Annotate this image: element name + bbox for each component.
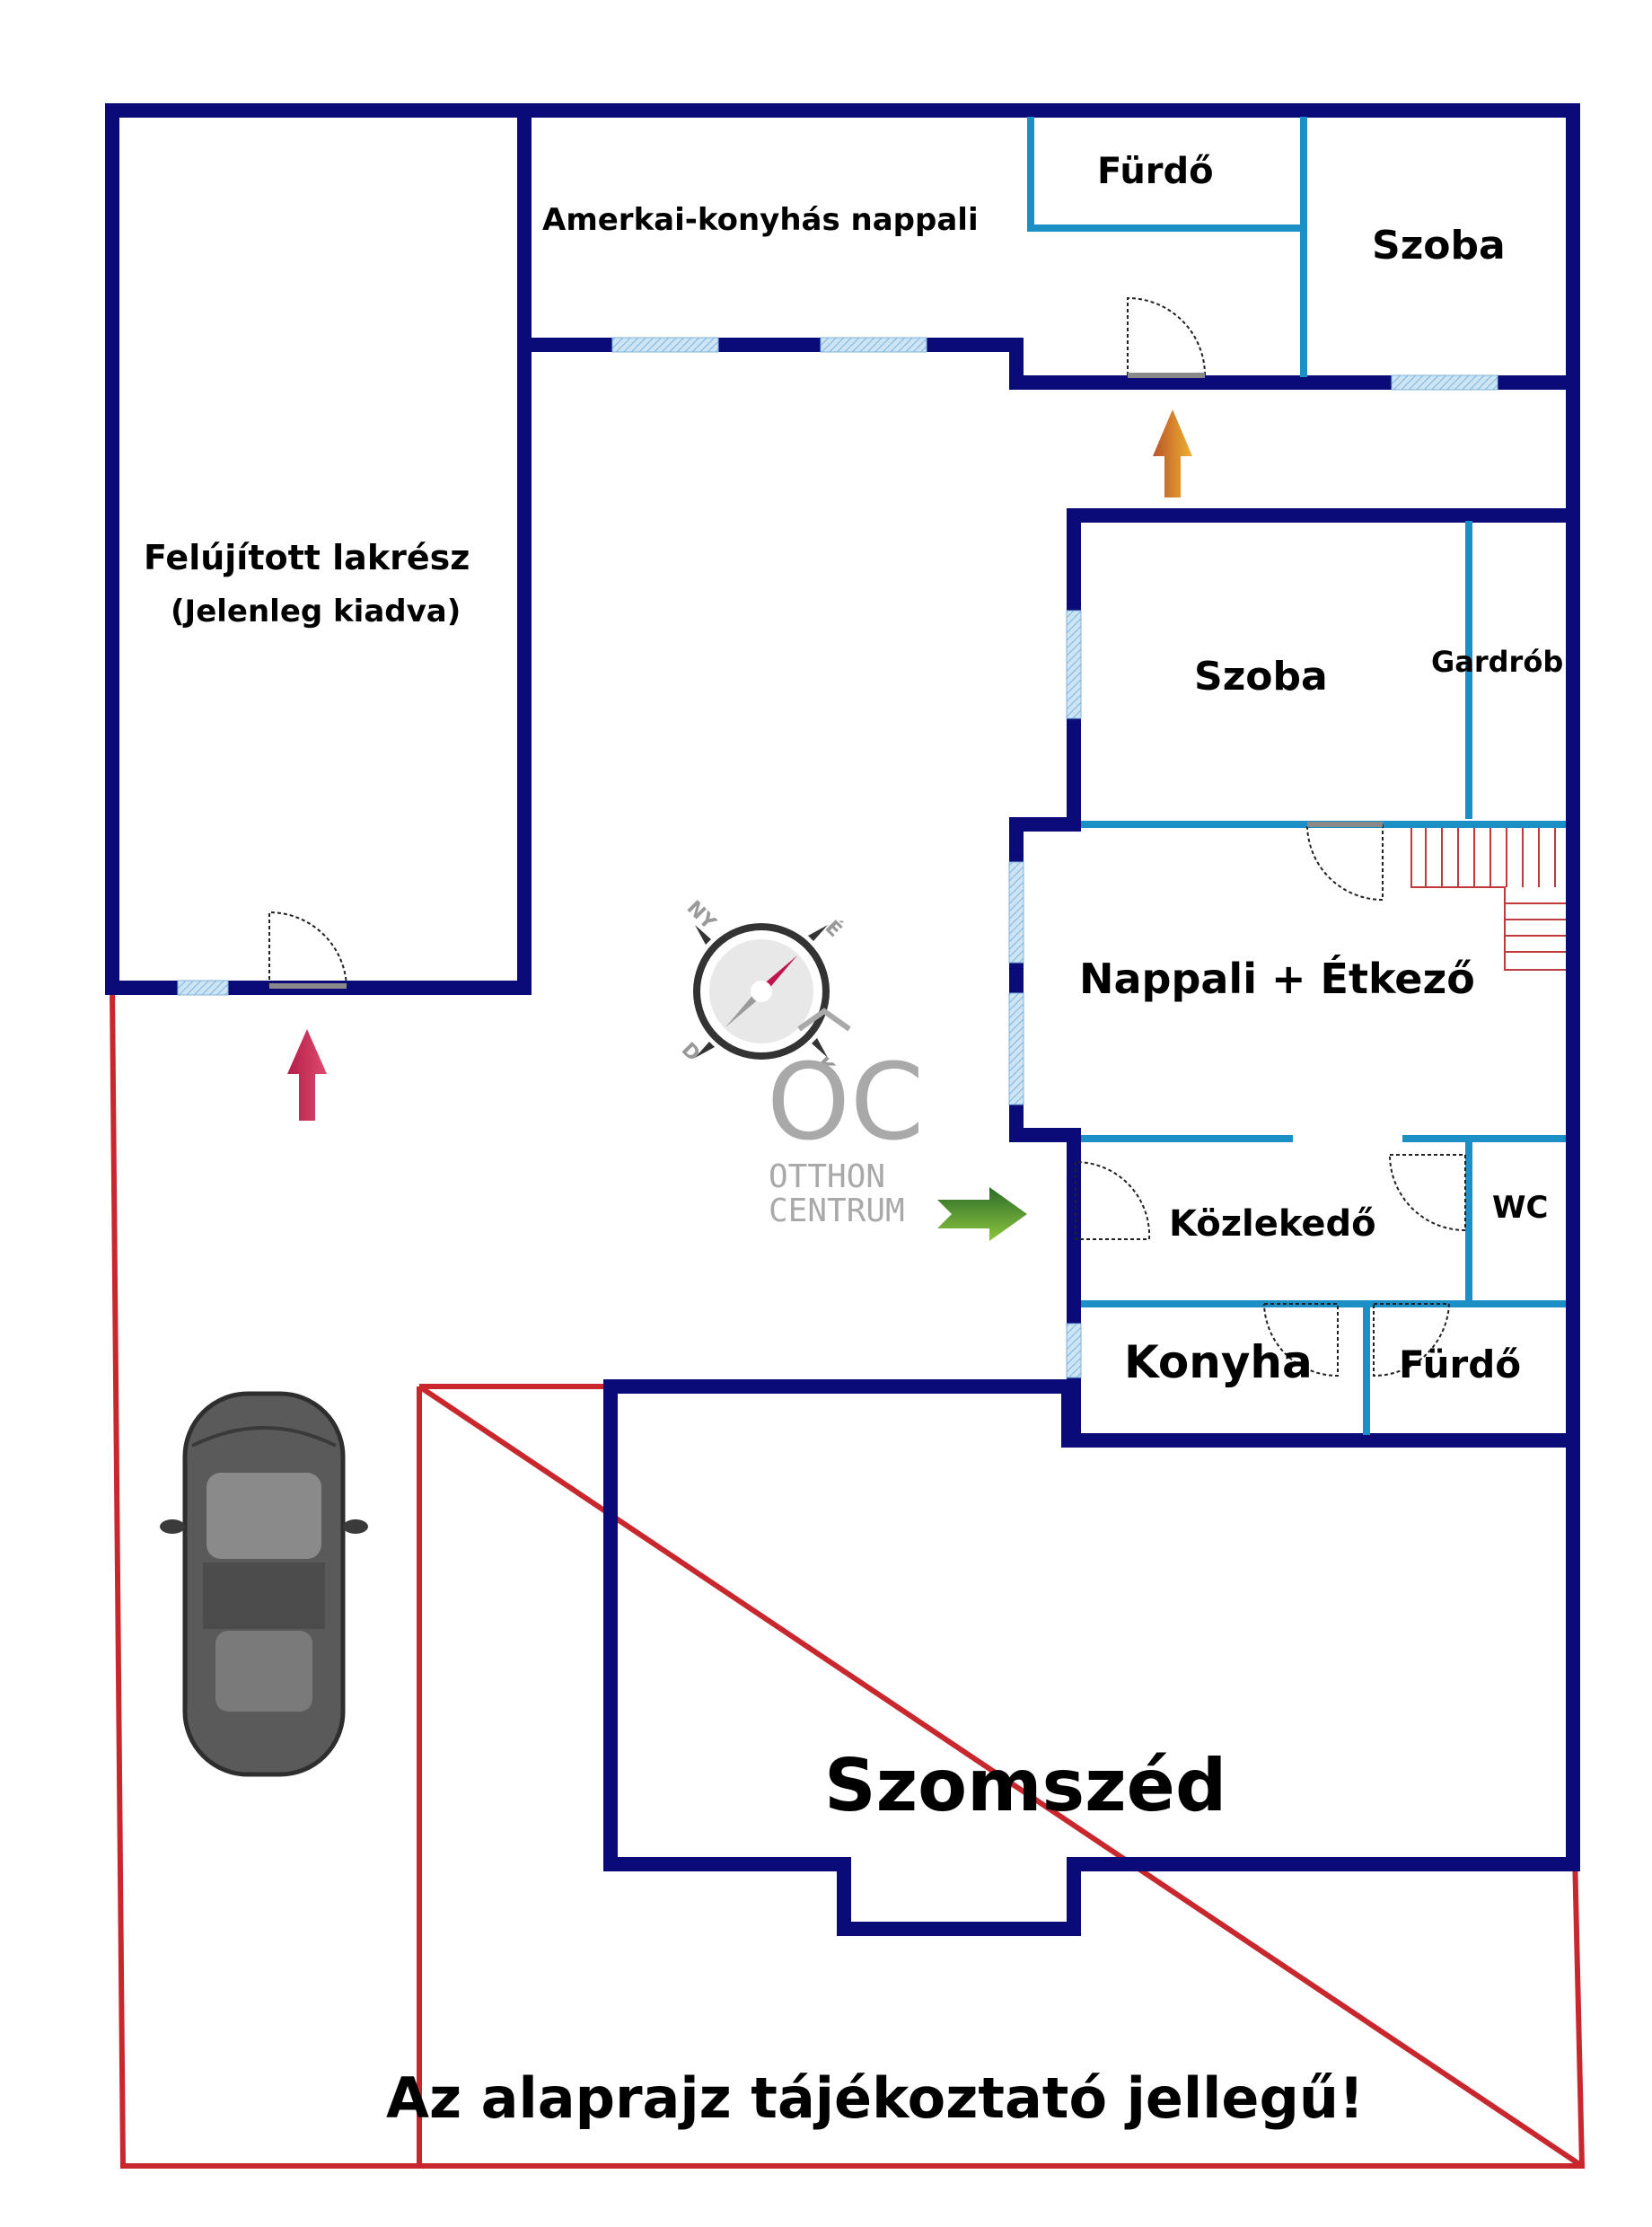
door-swing-icon [1306, 822, 1384, 902]
label-bathroom-bottom: Fürdő [1399, 1342, 1521, 1386]
door-swing-icon [1373, 1303, 1451, 1378]
compass-north-label: NY [682, 897, 721, 936]
window [1391, 374, 1498, 391]
label-renovated-unit: Felújított lakrész [144, 538, 470, 577]
window [1066, 610, 1082, 719]
compass-east-label: É [821, 916, 847, 942]
doors [268, 296, 1466, 1378]
logo-mark: OC [767, 1040, 924, 1164]
stairs-icon [1410, 828, 1566, 971]
car-icon [160, 1391, 368, 1777]
window [1008, 992, 1024, 1105]
disclaimer: Az alaprajz tájékoztató jellegű! [386, 2065, 1364, 2131]
door-swing-icon [268, 911, 347, 989]
left-unit-walls [105, 110, 524, 995]
inner-walls [1027, 117, 1566, 1435]
label-room-right: Szoba [1194, 654, 1328, 700]
label-bathroom-top: Fürdő [1097, 151, 1214, 192]
window [177, 980, 229, 996]
label-living-dining: Nappali + Étkező [1079, 955, 1475, 1003]
logo-line1: OTTHON [769, 1158, 885, 1195]
arrow-up-icon [1153, 409, 1192, 497]
compass-south-label: D [677, 1039, 705, 1067]
door-swing-icon [1127, 296, 1206, 378]
outer-walls [105, 103, 1580, 1448]
label-room-top-right: Szoba [1372, 223, 1506, 268]
door-swing-icon [1075, 1160, 1151, 1240]
logo-line2: CENTRUM [769, 1193, 905, 1229]
window [1066, 1323, 1082, 1378]
window [611, 337, 719, 353]
arrow-up-icon [287, 1029, 327, 1121]
label-living-kitchen: Amerkai-konyhás nappali [542, 202, 979, 238]
window [820, 337, 927, 353]
windows [177, 337, 1498, 1378]
label-renovated-unit-status: (Jelenleg kiadva) [171, 594, 461, 629]
otthon-centrum-logo: OC OTTHON CENTRUM [767, 1008, 924, 1229]
label-wardrobe: Gardrób [1431, 645, 1563, 679]
label-hallway: Közlekedő [1169, 1203, 1376, 1245]
left-unit-outline [105, 110, 524, 995]
neighbor-building [603, 1379, 1580, 1936]
label-neighbor: Szomszéd [824, 1744, 1226, 1827]
arrow-right-icon [937, 1187, 1027, 1241]
door-swing-icon [1263, 1303, 1339, 1378]
compass-icon: NY É D K [677, 897, 847, 1080]
window [1008, 861, 1024, 964]
property-boundary [110, 987, 1586, 2169]
label-wc: WC [1492, 1190, 1548, 1226]
label-kitchen: Konyha [1124, 1336, 1313, 1388]
door-swing-icon [1389, 1154, 1466, 1232]
